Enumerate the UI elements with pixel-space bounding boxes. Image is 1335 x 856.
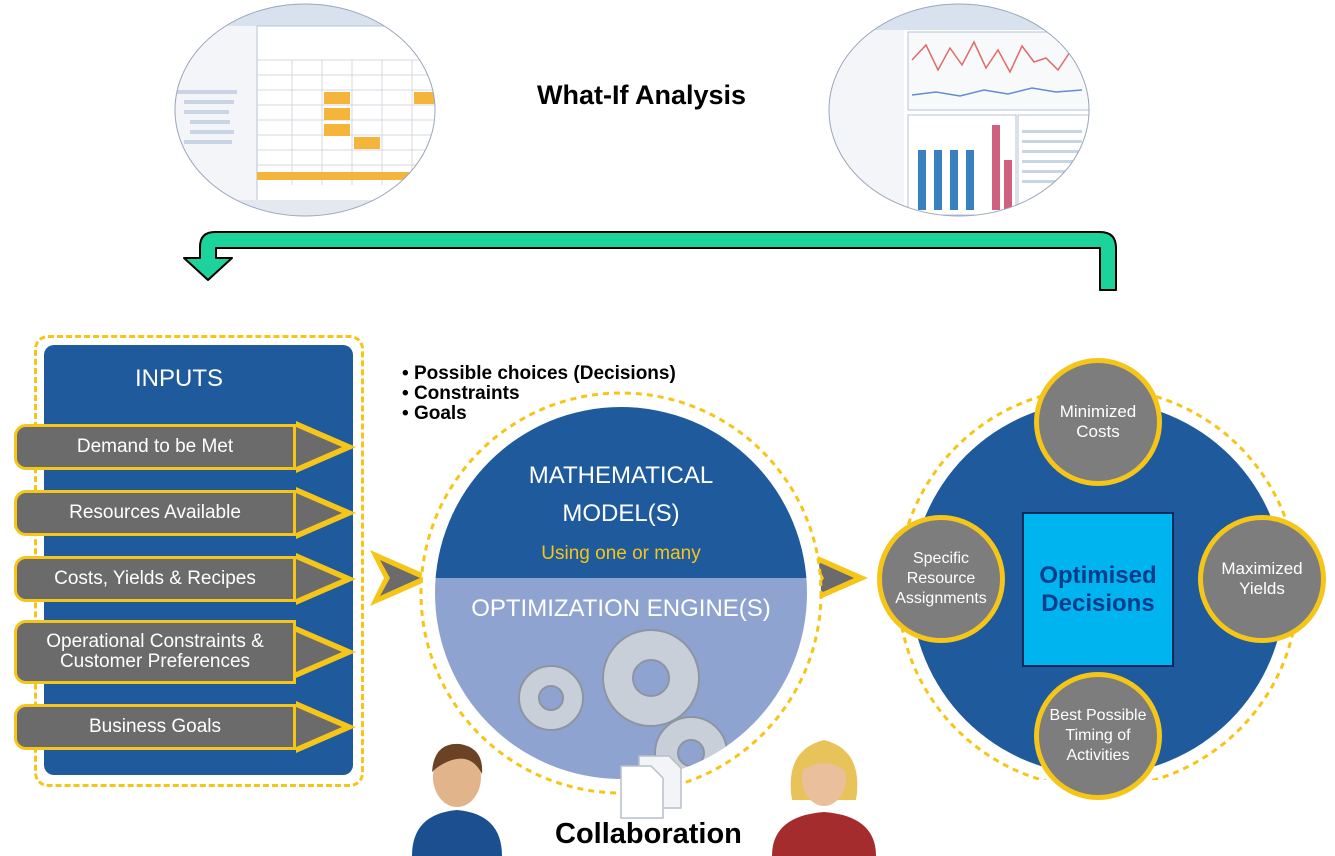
input-item-tip-inner bbox=[296, 427, 342, 467]
input-item-demand: Demand to be Met bbox=[14, 424, 296, 470]
input-item-goals: Business Goals bbox=[14, 704, 296, 750]
optimised-decisions-box: Optimised Decisions bbox=[1022, 512, 1174, 667]
model-bullets: • Possible choices (Decisions) • Constra… bbox=[402, 364, 676, 424]
result-timing: Best Possible Timing of Activities bbox=[1034, 672, 1162, 800]
bullet-item: • Constraints bbox=[402, 383, 520, 404]
collaboration-label: Collaboration bbox=[555, 818, 742, 850]
input-item-tip-inner bbox=[296, 707, 342, 747]
input-item-tip-inner bbox=[296, 632, 342, 672]
document-icon bbox=[620, 755, 682, 819]
result-maximized-yields: Maximized Yields bbox=[1198, 515, 1326, 643]
bullet-item: • Possible choices (Decisions) bbox=[402, 363, 676, 384]
whatif-title: What-If Analysis bbox=[537, 80, 747, 110]
male-user-icon bbox=[412, 743, 502, 856]
input-item-tip-inner bbox=[296, 493, 342, 533]
result-resource-assignments: Specific Resource Assignments bbox=[877, 515, 1005, 643]
input-item-costs: Costs, Yields & Recipes bbox=[14, 556, 296, 602]
arrow-inputs-to-model bbox=[370, 550, 434, 606]
input-item-tip-inner bbox=[296, 559, 342, 599]
inputs-title: INPUTS bbox=[134, 365, 223, 392]
input-item-resources: Resources Available bbox=[14, 490, 296, 536]
return-arrow-icon bbox=[183, 231, 1117, 291]
result-minimized-costs: Minimized Costs bbox=[1034, 358, 1162, 486]
model-title-line2: MODEL(S) bbox=[562, 500, 680, 527]
bullet-item: • Goals bbox=[402, 403, 467, 424]
model-title-line1: MATHEMATICAL bbox=[528, 462, 714, 489]
input-item-constraints: Operational Constraints & Customer Prefe… bbox=[14, 620, 296, 684]
engine-title: OPTIMIZATION ENGINE(S) bbox=[471, 595, 771, 622]
whatif-screenshot-right bbox=[828, 3, 1090, 217]
model-subtitle: Using one or many bbox=[541, 543, 701, 564]
model-circle bbox=[419, 391, 823, 795]
whatif-screenshot-left bbox=[174, 3, 436, 217]
female-user-icon bbox=[772, 740, 876, 856]
